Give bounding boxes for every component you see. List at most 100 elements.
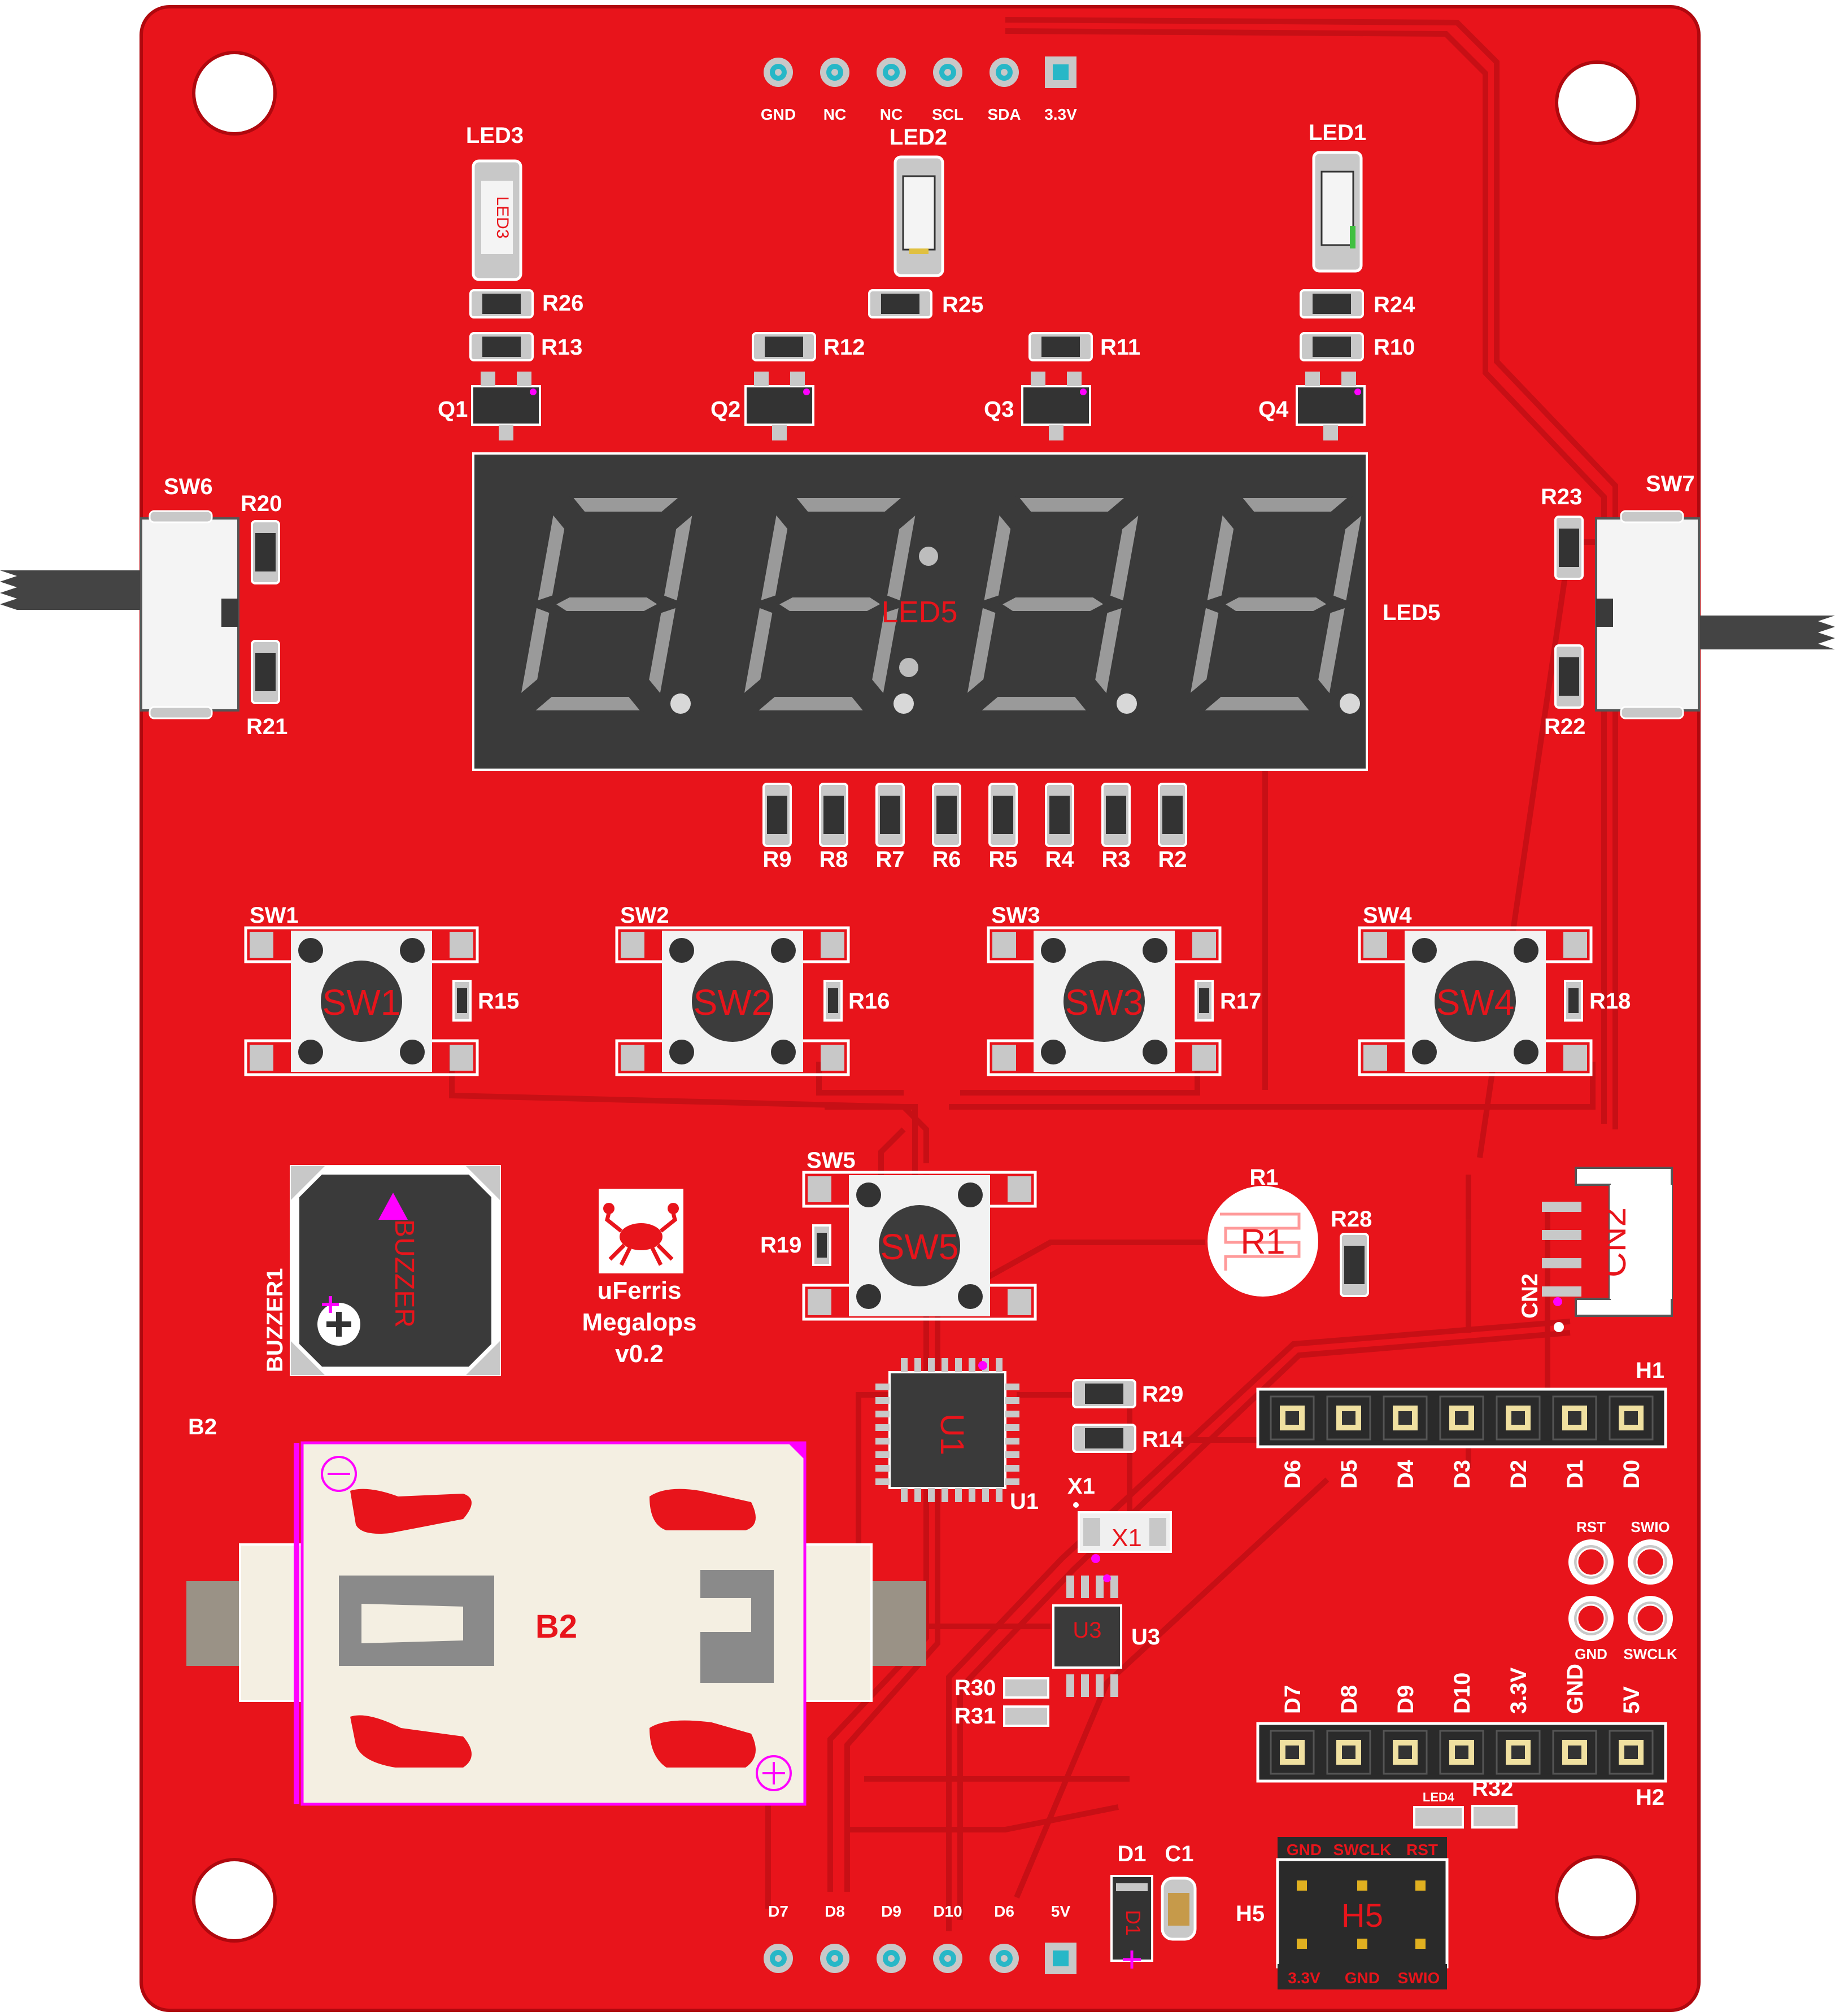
header-pin — [1552, 1730, 1597, 1775]
r26-label: R26 — [542, 291, 583, 316]
r19-label: R19 — [760, 1233, 801, 1258]
mcu-pin — [901, 1488, 908, 1502]
header-pin — [1552, 1395, 1597, 1441]
resistor-r4 — [1045, 783, 1074, 847]
resistor-r6 — [932, 783, 961, 847]
display-segment — [884, 509, 919, 604]
mcu-pin — [875, 1438, 890, 1445]
header-pin — [1270, 1730, 1315, 1775]
h2-pin-label: 5V — [1619, 1686, 1644, 1714]
display-segment — [792, 496, 907, 514]
header-pin — [1326, 1730, 1371, 1775]
display-segment — [535, 510, 567, 604]
resistor-r2 — [1158, 783, 1187, 847]
q1-label: Q1 — [438, 397, 468, 422]
resistor-r30 — [1003, 1677, 1049, 1699]
r13-label: R13 — [541, 335, 582, 360]
h1-pin-label: D6 — [1280, 1460, 1305, 1489]
ldr-body-label: R1 — [1240, 1223, 1285, 1262]
top-header-label-gnd: GND — [761, 106, 796, 123]
display-segment — [1187, 605, 1221, 699]
display-decimal-point — [1340, 693, 1360, 714]
h2-pin-label: 3.3V — [1506, 1667, 1531, 1714]
h2-pin-label: D9 — [1393, 1685, 1418, 1714]
led3: LED3 — [472, 159, 522, 281]
mcu-pin — [914, 1358, 921, 1372]
seven-segment-display — [472, 452, 1368, 771]
mcu-pin — [875, 1384, 890, 1390]
r20-label: R20 — [241, 491, 282, 516]
mcu-pin — [1005, 1411, 1019, 1417]
display-segment — [752, 695, 868, 713]
display-segment — [1198, 695, 1314, 713]
r11-label: R11 — [1100, 335, 1140, 360]
resistor-r13 — [469, 332, 534, 361]
resistor-r26 — [469, 289, 534, 318]
sw3-label: SW3 — [991, 903, 1040, 928]
h5-bottom-label-3v3: 3.3V — [1288, 1969, 1320, 1987]
header-pin — [1270, 1395, 1315, 1441]
sw1-body-label: SW1 — [322, 982, 401, 1023]
r28-label: R28 — [1331, 1207, 1372, 1232]
r17-label: R17 — [1220, 989, 1261, 1014]
swd-label-swclk: SWCLK — [1623, 1646, 1677, 1662]
h1-pin-label: D1 — [1563, 1460, 1588, 1489]
display-segment — [646, 605, 679, 699]
mcu-pin — [1005, 1397, 1019, 1404]
swd-label-swio: SWIO — [1631, 1518, 1670, 1535]
header-pin — [1496, 1730, 1541, 1775]
mcu-pin — [1005, 1478, 1019, 1485]
mcu-pin — [1005, 1451, 1019, 1458]
header-pin — [1496, 1395, 1541, 1441]
resistor-r3 — [1101, 783, 1131, 847]
top-header-label-3v3: 3.3V — [1044, 106, 1077, 123]
h2-pin-label: D10 — [1450, 1673, 1475, 1714]
sw3-body-label: SW3 — [1065, 982, 1144, 1023]
led1 — [1312, 151, 1363, 273]
display-segment — [975, 695, 1091, 713]
display-segment — [1204, 510, 1236, 604]
h1-pin-label: D3 — [1450, 1460, 1475, 1489]
top-header-label-scl: SCL — [932, 106, 964, 123]
seg-resistor-label: R4 — [1045, 847, 1074, 872]
mcu-pin — [996, 1488, 1003, 1502]
seg-resistor-label: R6 — [932, 847, 961, 872]
h2-pin-label: GND — [1563, 1664, 1588, 1714]
header-pin — [1609, 1395, 1654, 1441]
led4 — [1413, 1806, 1464, 1829]
swd-label-gnd: GND — [1575, 1646, 1607, 1662]
led4-label: LED4 — [1423, 1790, 1455, 1804]
sw4-label: SW4 — [1363, 903, 1412, 928]
led2-label: LED2 — [890, 125, 947, 150]
mcu-pin — [875, 1397, 890, 1404]
crystal-x1: X1 — [1073, 1502, 1172, 1553]
h5-body-label: H5 — [1341, 1897, 1383, 1934]
mcu-pin — [1005, 1384, 1019, 1390]
header-pin — [1326, 1395, 1371, 1441]
seg-resistor-label: R3 — [1101, 847, 1130, 872]
bottom-header-label-5v: 5V — [1051, 1902, 1071, 1920]
bottom-header-label-d8: D8 — [825, 1902, 845, 1920]
diode-label: D1 — [1117, 1842, 1146, 1866]
display-segment — [1108, 509, 1142, 604]
resistor-r29 — [1072, 1379, 1136, 1408]
display-segment — [1315, 605, 1348, 699]
capacitor-c1 — [1161, 1877, 1197, 1941]
mcu-pin — [928, 1488, 935, 1502]
display-segment — [741, 605, 775, 699]
display-segment — [775, 595, 885, 613]
mcu-pin — [928, 1358, 935, 1372]
bottom-header-label-d7: D7 — [768, 1902, 788, 1920]
display-segment — [1221, 595, 1331, 613]
q4-label: Q4 — [1258, 397, 1289, 422]
display-segment — [1015, 496, 1130, 514]
r14-label: R14 — [1142, 1427, 1184, 1452]
h5-label: H5 — [1236, 1901, 1265, 1926]
swd-label-rst: RST — [1576, 1518, 1606, 1535]
q3-label: Q3 — [984, 397, 1014, 422]
h2-pin-label: D8 — [1337, 1685, 1362, 1714]
r29-label: R29 — [1142, 1382, 1183, 1407]
r25-label: R25 — [942, 293, 983, 317]
h1-pin-label: D4 — [1393, 1459, 1418, 1489]
